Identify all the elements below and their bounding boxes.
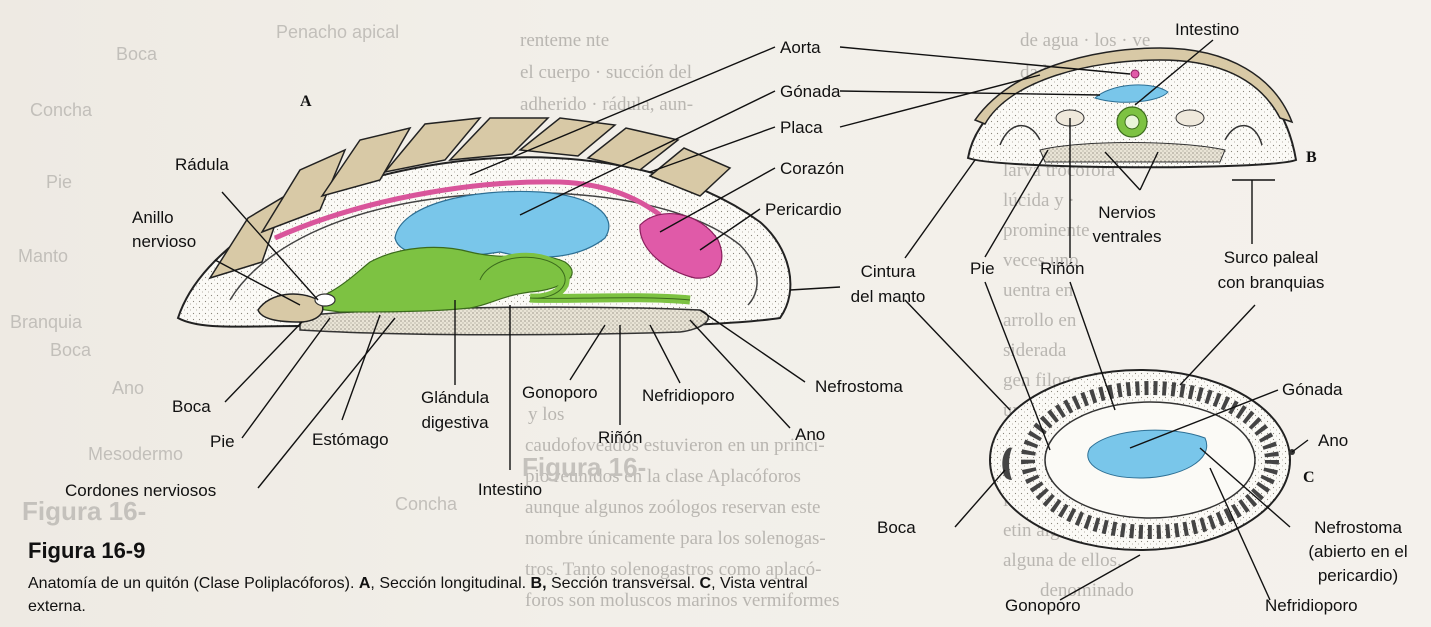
label-surco-1: Surco paleal xyxy=(1224,248,1319,267)
label-nefrostoma-c-2: (abierto en el xyxy=(1308,542,1407,561)
caption-a-text: , Sección longitudinal. xyxy=(370,575,526,592)
label-corazon: Corazón xyxy=(780,159,844,178)
b-intestine-lumen xyxy=(1125,115,1139,129)
caption-c-letter: C xyxy=(700,575,712,592)
label-anillo-2: nervioso xyxy=(132,232,196,251)
label-pie-b: Pie xyxy=(970,259,995,278)
label-intestino-b: Intestino xyxy=(1175,20,1239,39)
label-gonoporo-c: Gonoporo xyxy=(1005,596,1081,615)
caption-b-letter: B, xyxy=(531,575,547,592)
label-glandula-2: digestiva xyxy=(421,413,489,432)
label-nefrostoma-c-3: pericardio) xyxy=(1318,566,1398,585)
label-glandula-1: Glándula xyxy=(421,388,490,407)
b-foot xyxy=(1040,143,1225,163)
label-pericardio: Pericardio xyxy=(765,200,842,219)
label-rinon-b: Riñón xyxy=(1040,259,1084,278)
label-anillo-1: Anillo xyxy=(132,208,174,227)
panel-a-drawing xyxy=(178,118,790,335)
label-nefrostoma-a: Nefrostoma xyxy=(815,377,903,396)
label-estomago: Estómago xyxy=(312,430,389,449)
label-nervios-2: ventrales xyxy=(1093,227,1162,246)
label-nervios-1: Nervios xyxy=(1098,203,1156,222)
label-rinon-a: Riñón xyxy=(598,428,642,447)
label-nefridioporo-c: Nefridioporo xyxy=(1265,596,1358,615)
label-gonada-c: Gónada xyxy=(1282,380,1343,399)
label-surco-2: con branquias xyxy=(1218,273,1325,292)
figure-number: Figura 16-9 xyxy=(28,538,828,564)
figure-caption-text: Anatomía de un quitón (Clase Poliplacófo… xyxy=(28,572,818,618)
label-boca-c: Boca xyxy=(877,518,916,537)
figure-caption: Figura 16-9 Anatomía de un quitón (Clase… xyxy=(28,538,828,618)
panel-c-letter: C xyxy=(1303,469,1315,486)
label-placa: Placa xyxy=(780,118,823,137)
label-pie-a: Pie xyxy=(210,432,235,451)
label-nefrostoma-c-1: Nefrostoma xyxy=(1314,518,1402,537)
caption-a-letter: A xyxy=(359,575,371,592)
caption-intro: Anatomía de un quitón (Clase Poliplacófo… xyxy=(28,575,354,592)
label-cordones: Cordones nerviosos xyxy=(65,481,216,500)
label-cintura-2: del manto xyxy=(851,287,926,306)
panel-a-letter: A xyxy=(300,93,312,110)
b-kidney-right xyxy=(1176,110,1204,126)
label-ano-a: Ano xyxy=(795,425,825,444)
panel-b-letter: B xyxy=(1306,149,1317,166)
label-ano-c: Ano xyxy=(1318,431,1348,450)
label-cintura-1: Cintura xyxy=(861,262,916,281)
label-radula: Rádula xyxy=(175,155,229,174)
caption-b-text: Sección transversal. xyxy=(547,575,696,592)
label-nefridioporo-a: Nefridioporo xyxy=(642,386,735,405)
panel-c-drawing xyxy=(990,370,1295,550)
label-intestino-a: Intestino xyxy=(478,480,542,499)
label-gonada: Gónada xyxy=(780,82,841,101)
label-boca-a: Boca xyxy=(172,397,211,416)
label-aorta: Aorta xyxy=(780,38,821,57)
panel-b-drawing xyxy=(968,48,1296,167)
b-aorta xyxy=(1131,70,1139,78)
label-gonoporo-a: Gonoporo xyxy=(522,383,598,402)
